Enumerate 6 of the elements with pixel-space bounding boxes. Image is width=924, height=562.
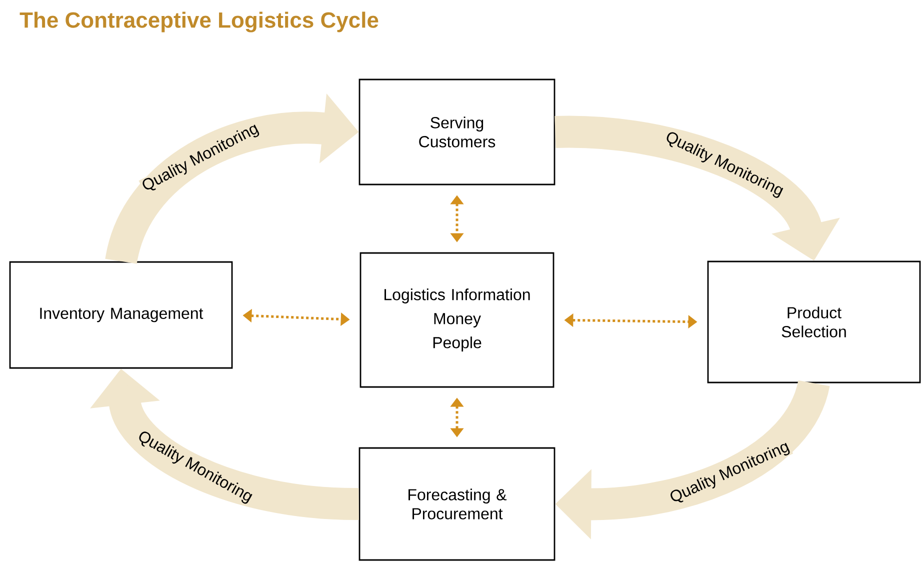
- title: The Contraceptive Logistics Cycle: [20, 12, 378, 32]
- process-box: Forecasting & Procurement: [358, 447, 556, 561]
- process-box: Product Selection: [707, 260, 921, 384]
- process-box: Inventory Management: [9, 261, 233, 369]
- process-box: Logistics Information Money People: [360, 252, 554, 388]
- process-box: Serving Customers: [358, 78, 556, 186]
